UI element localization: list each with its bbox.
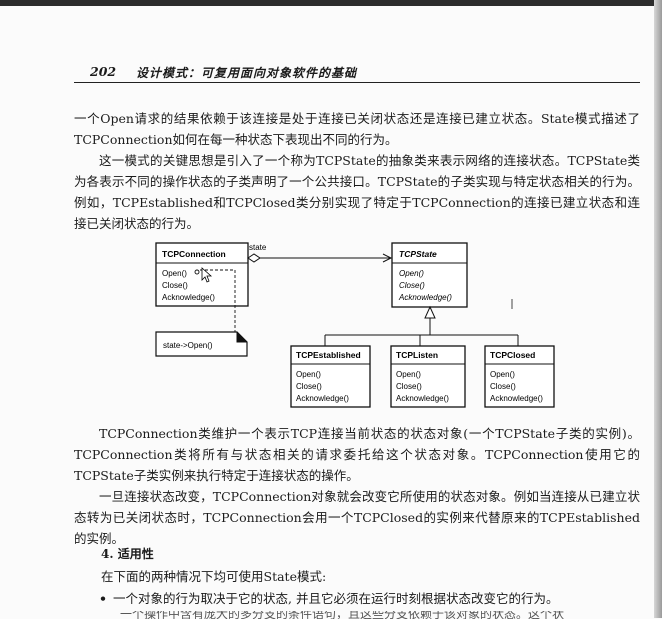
class-name-tcpconnection: TCPConnection: [162, 249, 226, 259]
op-acknowledge: Acknowledge(): [162, 293, 215, 302]
note-text: state->Open(): [163, 341, 213, 350]
inheritance-tree: [324, 305, 519, 346]
paragraph-usage-intro: 在下面的两种情况下均可使用State模式:: [101, 569, 327, 584]
mouse-cursor-icon: [201, 267, 213, 283]
established-op-close: Close(): [296, 382, 322, 391]
paragraph-key-idea: 这一模式的关键思想是引入了一个称为TCPState的抽象类来表示网络的连接状态。…: [74, 153, 640, 231]
bullet-item-1-text: 一个对象的行为取决于它的状态, 并且它必须在运行时刻根据状态改变它的行为。: [113, 591, 559, 606]
closed-op-acknowledge: Acknowledge(): [490, 394, 543, 403]
class-tcpestablished: TCPEstablished Open() Close() Acknowledg…: [290, 345, 371, 408]
established-op-acknowledge: Acknowledge(): [296, 394, 349, 403]
class-name-tcpstate: TCPState: [399, 249, 437, 259]
listen-op-close: Close(): [396, 382, 422, 391]
class-tcpclosed: TCPClosed Open() Close() Acknowledge(): [484, 345, 555, 408]
listen-op-acknowledge: Acknowledge(): [396, 394, 449, 403]
listen-op-open: Open(): [396, 370, 421, 379]
section-heading-applicability: 4. 适用性: [101, 547, 154, 561]
page-header: 202 设计模式：可复用面向对象软件的基础: [74, 64, 640, 83]
class-tcpstate: TCPState Open() Close() Acknowledge(): [391, 242, 468, 308]
closed-op-open: Open(): [490, 370, 515, 379]
class-name-tcplisten: TCPListen: [396, 350, 438, 360]
abstract-op-open: Open(): [399, 269, 424, 278]
page-number: 202: [90, 64, 117, 79]
note-box: state->Open(): [155, 331, 248, 357]
paragraph-open-request: 一个Open请求的结果依赖于该连接是处于连接已关闭状态还是连接已建立状态。Sta…: [74, 111, 640, 147]
paragraph-delegation: TCPConnection类维护一个表示TCP连接当前状态的状态对象(一个TCP…: [74, 426, 640, 483]
cut-off-line: 一个操作中含有庞大的多分支的条件语句，且这些分支依赖于该对象的状态。这个状: [120, 611, 565, 619]
note-link: [194, 269, 236, 332]
op-open: Open(): [162, 269, 187, 278]
state-association: state: [247, 243, 393, 263]
scan-right-edge: [654, 0, 662, 618]
book-title: 设计模式：可复用面向对象软件的基础: [136, 66, 358, 80]
bullet-item-1: • 一个对象的行为取决于它的状态, 并且它必须在运行时刻根据状态改变它的行为。: [99, 589, 558, 609]
class-name-tcpestablished: TCPEstablished: [296, 350, 361, 360]
class-name-tcpclosed: TCPClosed: [490, 350, 535, 360]
abstract-op-acknowledge: Acknowledge(): [398, 293, 452, 302]
bullet-dot: •: [99, 591, 107, 606]
op-close: Close(): [162, 281, 188, 290]
association-label: state: [249, 243, 267, 252]
abstract-op-close: Close(): [399, 281, 425, 290]
scan-top-edge: [0, 0, 662, 6]
paragraph-state-change: 一旦连接状态改变，TCPConnection对象就会改变它所使用的状态对象。例如…: [74, 489, 640, 546]
closed-op-close: Close(): [490, 382, 516, 391]
established-op-open: Open(): [296, 370, 321, 379]
class-tcplisten: TCPListen Open() Close() Acknowledge(): [390, 345, 466, 408]
